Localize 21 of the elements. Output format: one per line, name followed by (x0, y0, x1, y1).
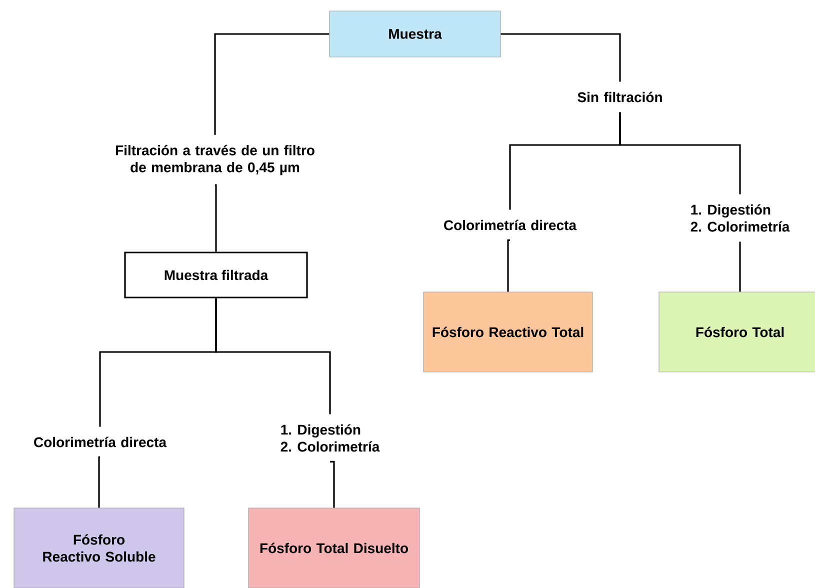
step-label: Filtración a través de un filtro de membrana de 0,45 µm (116, 144, 314, 176)
connector-line (739, 242, 741, 292)
step-label: Sin filtración (578, 92, 662, 102)
connector-line (330, 460, 335, 508)
result-box: Muestra (329, 10, 501, 58)
connector-line (215, 298, 331, 414)
result-box: Fósforo Reactivo Soluble (14, 508, 184, 588)
connector-line (507, 239, 510, 292)
step-label: Colorimetría directa (444, 220, 577, 230)
result-box: Fósforo Reactivo Total (423, 292, 593, 372)
process-box: Muestra filtrada (124, 252, 308, 298)
step-list: 1. Digestión 2. Colorimetría (690, 204, 790, 232)
result-box: Fósforo Total (658, 292, 815, 372)
result-box: Fósforo Total Disuelto (248, 508, 420, 588)
connector-line (619, 112, 741, 194)
connector-line (98, 456, 100, 508)
step-label: Colorimetría directa (34, 436, 167, 448)
connector-line (214, 33, 330, 135)
connector-line (214, 184, 217, 252)
step-list: 1. Digestión 2. Colorimetría (280, 424, 380, 452)
connector-line (500, 33, 621, 82)
